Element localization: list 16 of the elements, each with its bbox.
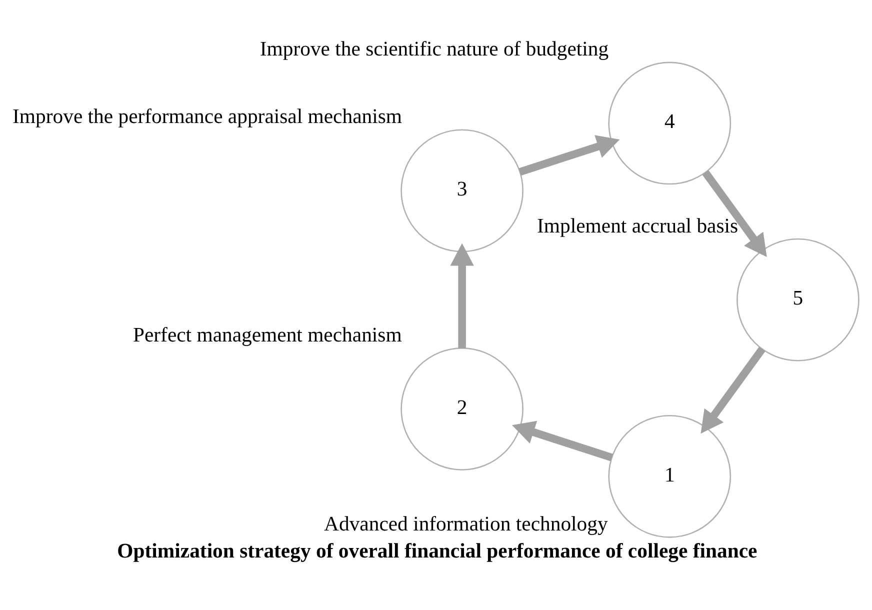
node-label: Perfect management mechanism: [132, 324, 402, 346]
node-circle: 5: [736, 238, 860, 362]
diagram-title: Optimization strategy of overall financial performance of college finance: [117, 540, 758, 563]
node-circle: 3: [400, 129, 524, 252]
node-label: Implement accrual basis: [537, 215, 738, 238]
arrow: [702, 170, 767, 258]
arrow: [518, 135, 620, 176]
node-label: Improve the scientific nature of budgeting: [260, 38, 609, 61]
arrow: [700, 346, 766, 434]
node-circle: 4: [608, 62, 732, 185]
node-circle: 2: [400, 348, 524, 470]
node-circle: 1: [608, 414, 732, 538]
arrow: [450, 243, 474, 348]
node-label: Advanced information technology: [324, 513, 608, 536]
arrow: [512, 420, 614, 462]
node-label: Improve the performance appraisal mechanism: [12, 106, 402, 128]
